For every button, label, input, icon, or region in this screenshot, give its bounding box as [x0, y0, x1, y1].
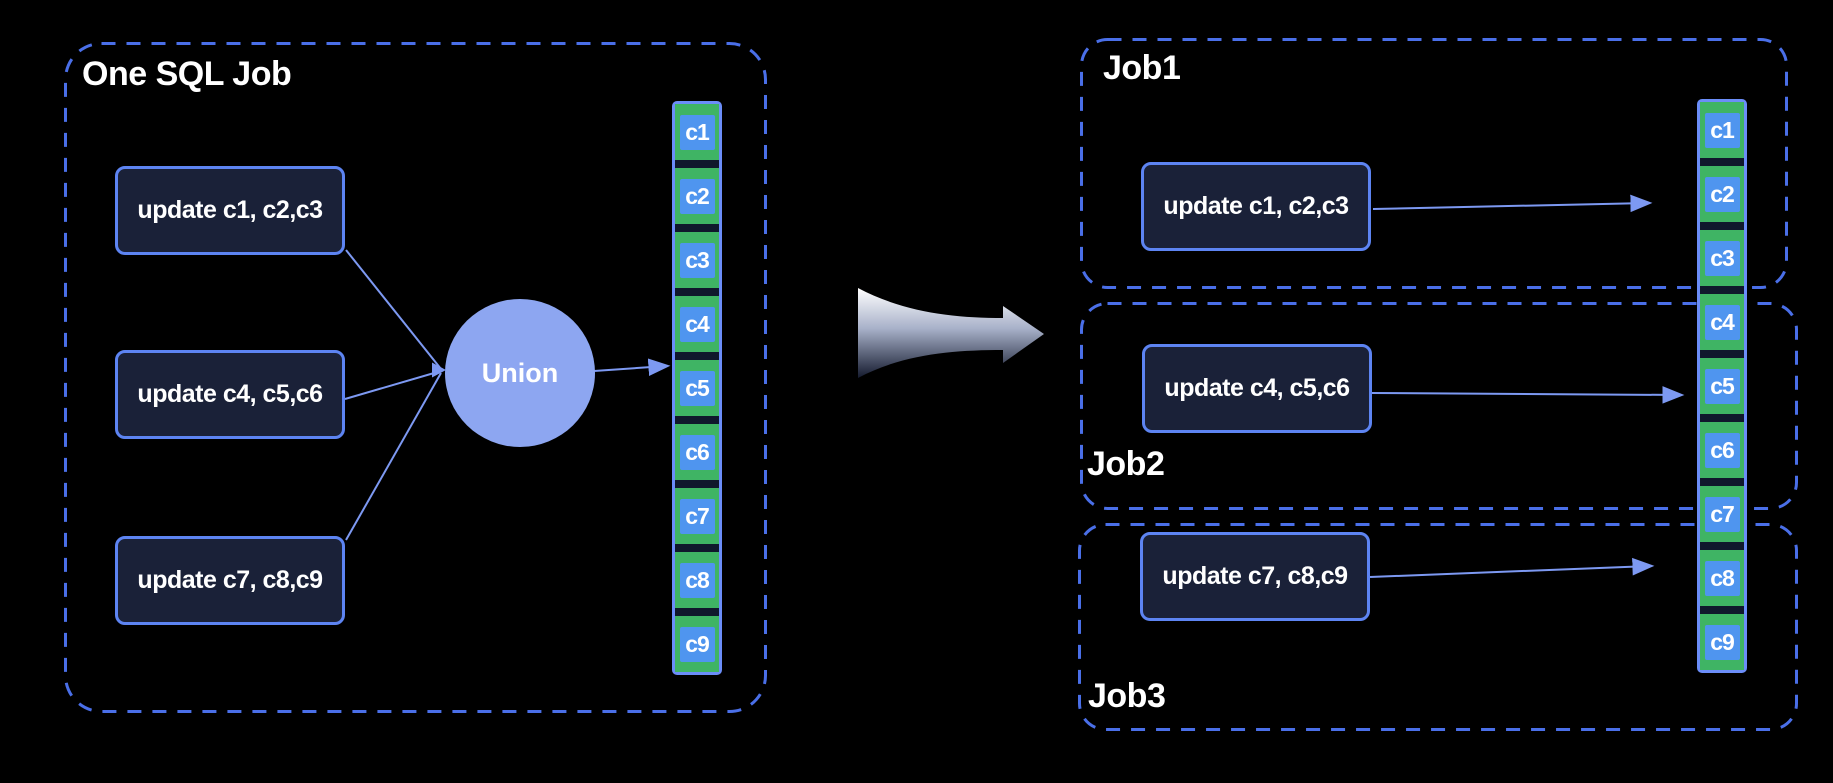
union-node: Union: [445, 299, 595, 447]
cell-label-c9: c9: [1704, 624, 1740, 660]
cell-label-c6: c6: [1704, 432, 1740, 468]
table-cell: c4: [675, 296, 719, 352]
job2-update-node: update c4, c5,c6: [1142, 344, 1372, 433]
update-node-label: update c1, c2,c3: [137, 196, 323, 224]
table-cell: c1: [1700, 102, 1744, 158]
table-cell: c1: [675, 104, 719, 160]
table-cell: c5: [675, 360, 719, 416]
cell-label-c2: c2: [1704, 176, 1740, 212]
cell-label-c4: c4: [1704, 304, 1740, 340]
table-cell: c3: [675, 232, 719, 288]
table-cell: c5: [1700, 358, 1744, 414]
cell-label-c9: c9: [679, 626, 715, 662]
update-node-c1c2c3: update c1, c2,c3: [115, 166, 345, 255]
update-node-label: update c4, c5,c6: [1164, 374, 1350, 402]
edge-job3-to-column: [1369, 557, 1655, 578]
table-cell: c3: [1700, 230, 1744, 286]
cell-label-c2: c2: [679, 178, 715, 214]
job2-title: Job2: [1087, 445, 1165, 483]
job3-update-node: update c7, c8,c9: [1140, 532, 1370, 621]
union-label: Union: [481, 357, 559, 388]
cell-label-c1: c1: [1704, 112, 1740, 148]
cell-label-c5: c5: [1704, 368, 1740, 404]
table-cell: c6: [675, 424, 719, 480]
cell-label-c8: c8: [679, 562, 715, 598]
update-node-c4c5c6: update c4, c5,c6: [115, 350, 345, 439]
table-cell: c4: [1700, 294, 1744, 350]
table-cell: c6: [1700, 422, 1744, 478]
update-node-label: update c7, c8,c9: [137, 566, 323, 594]
update-node-c7c8c9: update c7, c8,c9: [115, 536, 345, 625]
cell-label-c6: c6: [679, 434, 715, 470]
cell-label-c4: c4: [679, 306, 715, 342]
table-cell: c7: [675, 488, 719, 544]
cell-label-c1: c1: [679, 114, 715, 150]
cell-label-c3: c3: [679, 242, 715, 278]
cell-label-c5: c5: [679, 370, 715, 406]
edge-union-to-column: [593, 358, 671, 376]
cell-label-c7: c7: [1704, 496, 1740, 532]
transform-arrow-icon: [858, 288, 1044, 378]
edge-node2-to-union: [344, 370, 442, 400]
table-cell: c8: [1700, 550, 1744, 606]
update-node-label: update c4, c5,c6: [137, 380, 323, 408]
table-cell: c8: [675, 552, 719, 608]
job3-title: Job3: [1088, 677, 1166, 715]
table-cell: c2: [675, 168, 719, 224]
table-column-left: c1 c2 c3 c4 c5 c6 c7 c8 c9: [672, 101, 722, 675]
table-cell: c2: [1700, 166, 1744, 222]
edge-job1-to-column: [1372, 194, 1653, 213]
edge-job2-to-column: [1370, 386, 1685, 404]
cell-label-c8: c8: [1704, 560, 1740, 596]
table-cell: c7: [1700, 486, 1744, 542]
job1-title: Job1: [1103, 49, 1181, 87]
cell-label-c3: c3: [1704, 240, 1740, 276]
update-node-label: update c1, c2,c3: [1163, 192, 1349, 220]
cell-label-c7: c7: [679, 498, 715, 534]
edge-node1-to-union: [345, 249, 442, 370]
table-cell: c9: [1700, 614, 1744, 670]
edge-node3-to-union: [345, 372, 442, 541]
union-arrowhead-icon: [432, 362, 446, 378]
table-cell: c9: [675, 616, 719, 672]
job1-update-node: update c1, c2,c3: [1141, 162, 1371, 251]
one-sql-job-title: One SQL Job: [82, 55, 292, 93]
update-node-label: update c7, c8,c9: [1162, 562, 1348, 590]
table-column-right: c1 c2 c3 c4 c5 c6 c7 c8 c9: [1697, 99, 1747, 673]
